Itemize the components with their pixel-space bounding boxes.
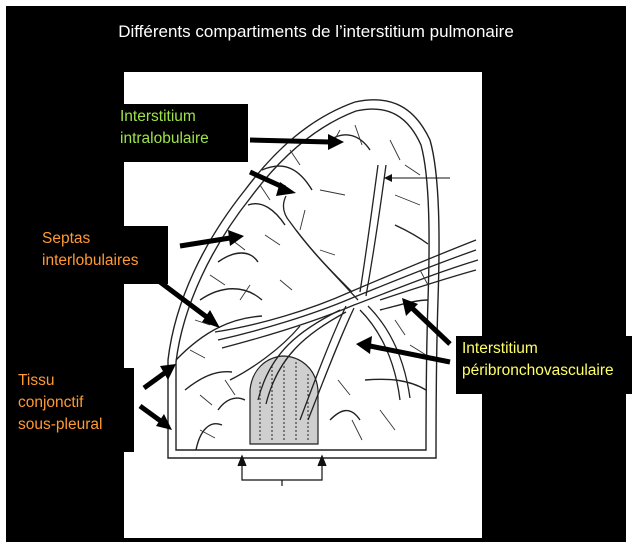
arrow-peri [412, 308, 450, 344]
arrow-tissu [144, 372, 166, 388]
septum-line [176, 316, 262, 360]
septum-line [218, 253, 258, 262]
intralobular-line [352, 420, 362, 440]
intralobular-line [240, 285, 250, 300]
label-septas-interlobulaires: Septas interlobulaires [36, 226, 168, 284]
arrow-peri-2 [370, 346, 450, 362]
intralobular-line [395, 195, 420, 205]
intralobular-line [300, 210, 305, 230]
bronchovascular-bundle [360, 310, 400, 400]
intralobular-line [200, 395, 212, 405]
intralobular-line [380, 410, 395, 430]
arrow-intralobulaire [250, 140, 330, 142]
intralobular-line [280, 280, 292, 290]
label-line: Interstitium [462, 338, 632, 360]
intralobular-line [210, 275, 225, 285]
label-line: péribronchovasculaire [462, 360, 632, 382]
label-interstitium-peribronchovasculaire: Interstitium péribronchovasculaire [456, 336, 632, 394]
bronchovascular-bundle [360, 165, 378, 292]
intralobular-line [225, 380, 235, 395]
septum-line [196, 424, 222, 450]
label-interstitium-intralobulaire: Interstitium intralobulaire [114, 104, 248, 162]
label-line: Interstitium [120, 106, 242, 128]
intralobular-line [355, 125, 362, 145]
label-line: conjonctif [18, 392, 128, 414]
label-line: Tissu [18, 370, 128, 392]
intralobular-line [190, 350, 205, 358]
intralobular-line [405, 165, 420, 175]
septum-line [262, 166, 312, 190]
septum-line [365, 379, 426, 390]
label-line: Septas [42, 228, 162, 250]
intralobular-line [265, 235, 280, 245]
intralobular-line [290, 150, 300, 165]
intralobular-line [338, 380, 350, 395]
arrow-tissu-2 [140, 406, 162, 422]
label-tissu-conjonctif-sous-pleural: Tissu conjonctif sous-pleural [12, 368, 134, 452]
septum-line [395, 225, 428, 244]
septum-line [248, 204, 285, 225]
arrowhead [356, 336, 372, 354]
bronchovascular-bundle [296, 230, 358, 300]
label-line: intralobulaire [120, 128, 242, 150]
label-line: interlobulaires [42, 250, 162, 272]
septum-line [330, 411, 360, 420]
septum-line [200, 289, 262, 300]
label-line: sous-pleural [18, 414, 128, 436]
arrow-septas [180, 238, 230, 246]
lobule-bracket [242, 460, 322, 480]
intralobular-line [395, 320, 405, 335]
septum-line [185, 372, 232, 390]
intralobular-line [260, 185, 270, 200]
bronchovascular-bundle [308, 308, 354, 420]
bronchovascular-bundle [284, 196, 353, 292]
intralobular-line [320, 190, 345, 195]
intralobular-line [390, 140, 400, 160]
intralobular-line [320, 250, 335, 255]
septum-line [218, 398, 245, 410]
